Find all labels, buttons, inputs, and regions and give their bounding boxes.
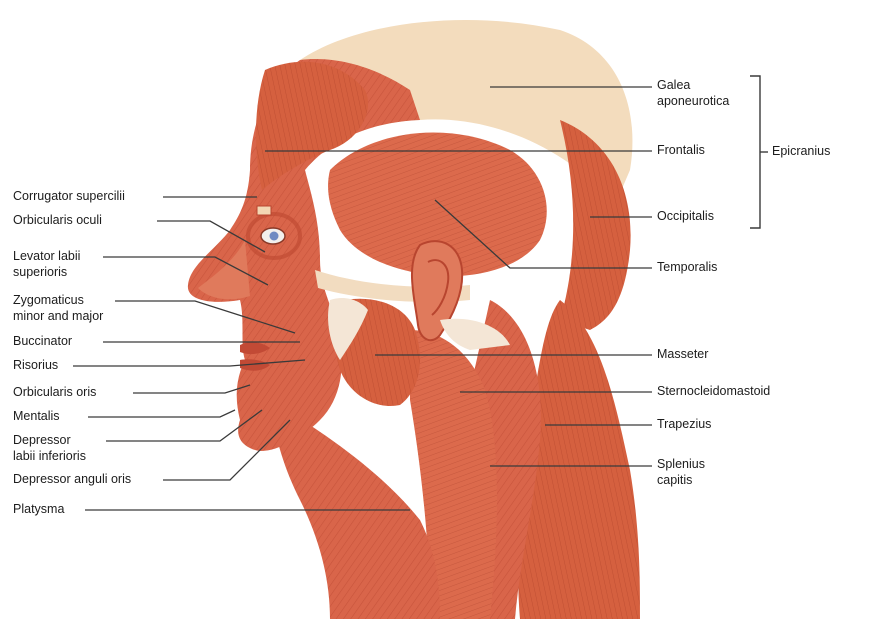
label-buccinator: Buccinator — [13, 334, 72, 349]
label-levator-labii-superioris-2: superioris — [13, 265, 67, 280]
label-epicranius: Epicranius — [772, 144, 830, 159]
label-orbicularis-oculi: Orbicularis oculi — [13, 213, 102, 228]
label-galea-aponeurotica-1: Galea — [657, 78, 690, 93]
label-platysma: Platysma — [13, 502, 64, 517]
label-trapezius: Trapezius — [657, 417, 711, 432]
iris-shape — [270, 232, 279, 241]
label-splenius-capitis-1: Splenius — [657, 457, 705, 472]
label-splenius-capitis-2: capitis — [657, 473, 692, 488]
label-depressor-labii-inferioris-1: Depressor — [13, 433, 71, 448]
label-risorius: Risorius — [13, 358, 58, 373]
label-mentalis: Mentalis — [13, 409, 60, 424]
label-zygomaticus-2: minor and major — [13, 309, 103, 324]
epicranius-bracket — [750, 76, 768, 228]
label-depressor-labii-inferioris-2: labii inferioris — [13, 449, 86, 464]
label-zygomaticus-1: Zygomaticus — [13, 293, 84, 308]
label-sternocleidomastoid: Sternocleidomastoid — [657, 384, 770, 399]
label-levator-labii-superioris-1: Levator labii — [13, 249, 80, 264]
label-occipitalis: Occipitalis — [657, 209, 714, 224]
label-galea-aponeurotica-2: aponeurotica — [657, 94, 729, 109]
label-depressor-anguli-oris: Depressor anguli oris — [13, 472, 131, 487]
label-orbicularis-oris: Orbicularis oris — [13, 385, 96, 400]
label-temporalis: Temporalis — [657, 260, 717, 275]
label-masseter: Masseter — [657, 347, 708, 362]
label-frontalis: Frontalis — [657, 143, 705, 158]
label-corrugator-supercilii: Corrugator supercilii — [13, 189, 125, 204]
corrugator-shape — [257, 206, 271, 215]
